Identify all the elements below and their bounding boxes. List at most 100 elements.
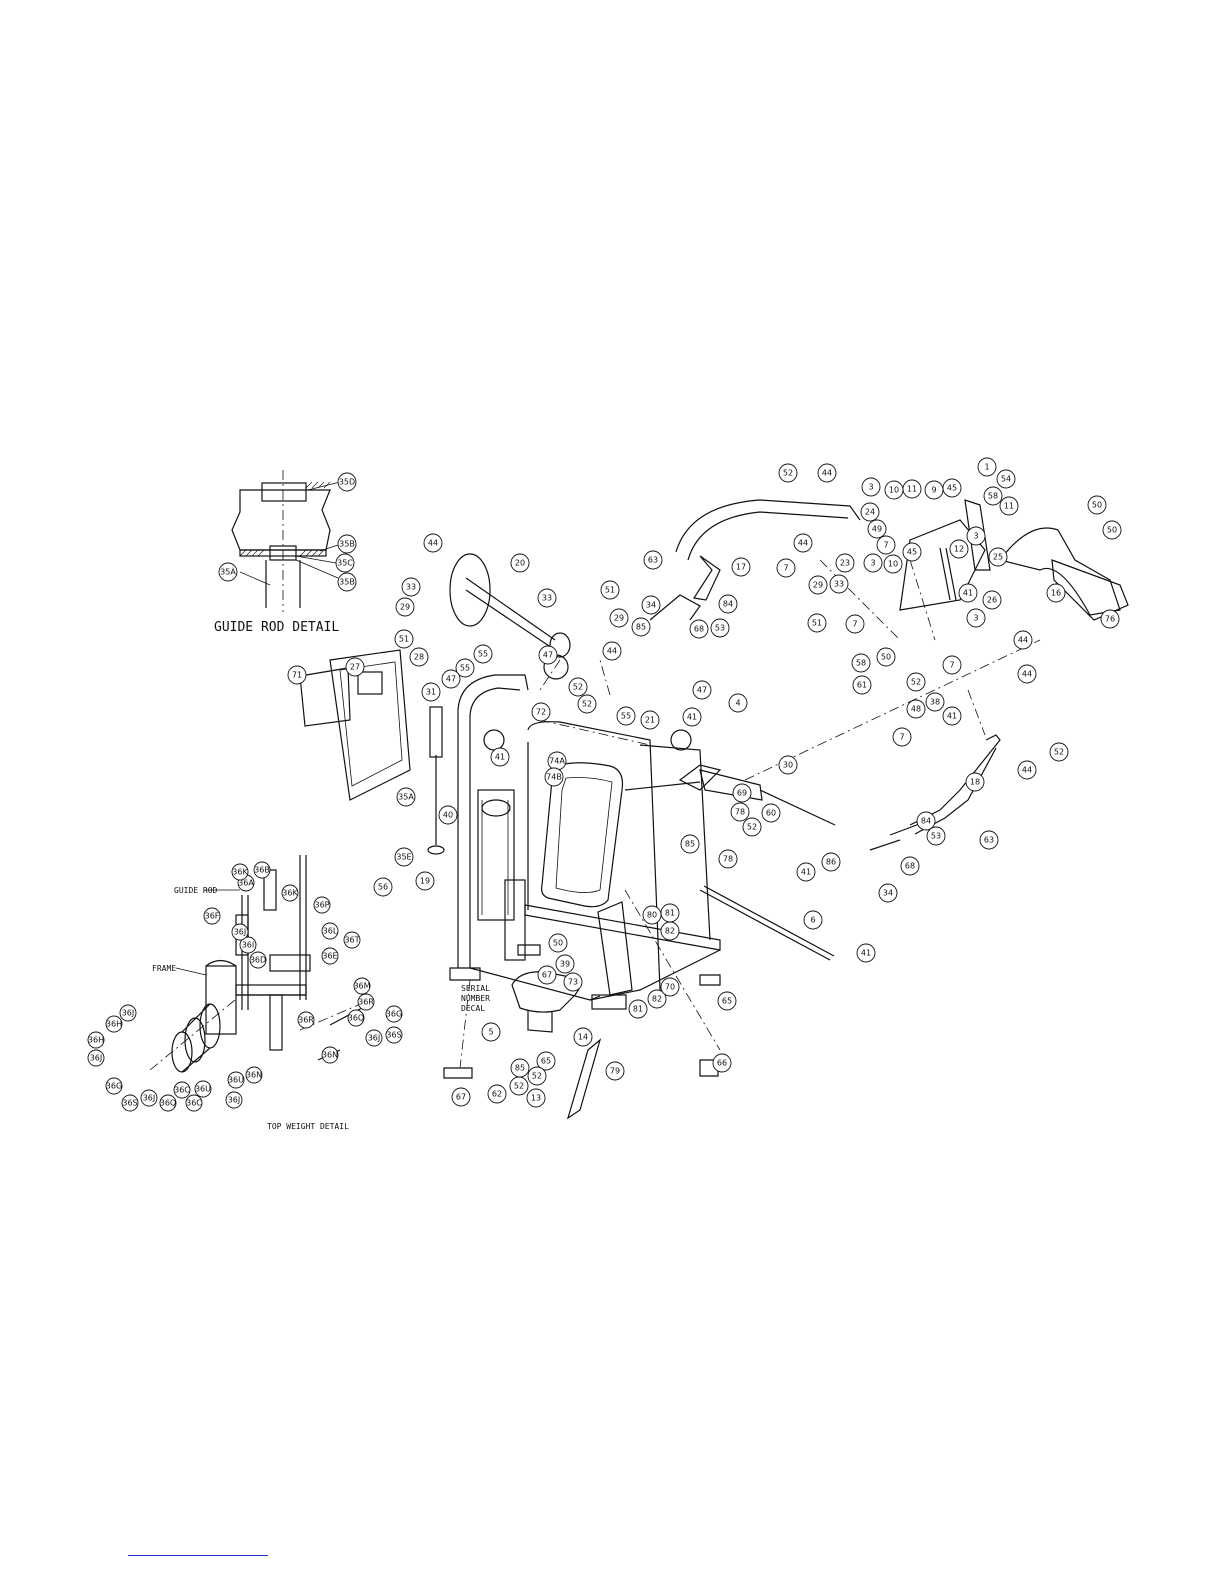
callout-balloon: 78 bbox=[718, 849, 738, 869]
callout-balloon: 65 bbox=[717, 991, 737, 1011]
callout-balloon: 44 bbox=[1017, 760, 1037, 780]
callout-number: 81 bbox=[665, 909, 675, 918]
callout-number: 84 bbox=[723, 600, 733, 609]
callout-balloon: 25 bbox=[988, 547, 1008, 567]
callout-number: 66 bbox=[717, 1059, 727, 1068]
callout-circle bbox=[245, 1066, 263, 1084]
callout-number: 85 bbox=[515, 1064, 525, 1073]
callout-number: 36N bbox=[246, 1071, 262, 1080]
callout-balloon: 35D bbox=[337, 472, 357, 492]
callout-circle bbox=[949, 539, 969, 559]
callout-balloon: 19 bbox=[415, 871, 435, 891]
callout-circle bbox=[173, 1081, 191, 1099]
callout-number: 7 bbox=[899, 733, 904, 742]
callout-balloon: 11 bbox=[999, 496, 1019, 516]
callout-number: 52 bbox=[532, 1072, 542, 1081]
callout-balloon: 55 bbox=[616, 706, 636, 726]
callout-circle bbox=[958, 583, 978, 603]
callout-circle bbox=[203, 907, 221, 925]
callout-balloon: 53 bbox=[710, 618, 730, 638]
callout-balloon: 36H bbox=[105, 1015, 123, 1033]
callout-balloon: 40 bbox=[438, 805, 458, 825]
callout-circle bbox=[602, 641, 622, 661]
callout-balloon: 50 bbox=[876, 647, 896, 667]
callout-number: 41 bbox=[687, 713, 697, 722]
callout-number: 34 bbox=[883, 889, 893, 898]
callout-circle bbox=[345, 657, 365, 677]
callout-circle bbox=[225, 1091, 243, 1109]
serial-decal-line3: DECAL bbox=[461, 1004, 485, 1013]
callout-number: 36P bbox=[314, 901, 329, 910]
callout-number: 13 bbox=[531, 1094, 541, 1103]
callout-circle bbox=[710, 618, 730, 638]
callout-circle bbox=[852, 675, 872, 695]
callout-balloon: 85 bbox=[510, 1058, 530, 1078]
callout-balloon: 48 bbox=[906, 699, 926, 719]
callout-balloon: 36J bbox=[119, 1004, 137, 1022]
callout-balloon: 36L bbox=[321, 922, 339, 940]
callout-number: 16 bbox=[1051, 589, 1061, 598]
callout-balloon: 58 bbox=[851, 653, 871, 673]
callout-circle bbox=[942, 478, 962, 498]
callout-circle bbox=[979, 830, 999, 850]
callout-circle bbox=[337, 572, 357, 592]
callout-number: 25 bbox=[993, 553, 1003, 562]
callout-circle bbox=[577, 694, 597, 714]
callout-balloon: 44 bbox=[1017, 664, 1037, 684]
callout-balloon: 36Q bbox=[347, 1009, 365, 1027]
callout-number: 80 bbox=[647, 911, 657, 920]
callout-circle bbox=[373, 877, 393, 897]
callout-balloon: 27 bbox=[345, 657, 365, 677]
callout-circle bbox=[817, 463, 837, 483]
callout-circle bbox=[900, 856, 920, 876]
callout-number: 55 bbox=[478, 650, 488, 659]
callout-number: 47 bbox=[697, 686, 707, 695]
callout-balloon: 58 bbox=[983, 486, 1003, 506]
callout-number: 70 bbox=[665, 983, 675, 992]
callout-balloon: 51 bbox=[394, 629, 414, 649]
callout-number: 36L bbox=[323, 927, 338, 936]
callout-circle bbox=[1013, 630, 1033, 650]
callout-balloon: 51 bbox=[807, 613, 827, 633]
callout-circle bbox=[451, 1087, 471, 1107]
callout-balloon: 80 bbox=[642, 905, 662, 925]
callout-number: 3 bbox=[973, 532, 978, 541]
callout-number: 14 bbox=[578, 1033, 588, 1042]
callout-circle bbox=[916, 811, 936, 831]
callout-number: 47 bbox=[446, 675, 456, 684]
callout-circle bbox=[616, 706, 636, 726]
callout-number: 18 bbox=[970, 778, 980, 787]
callout-number: 36C bbox=[174, 1086, 190, 1095]
callout-balloon: 36B bbox=[253, 861, 271, 879]
callout-number: 6 bbox=[810, 916, 815, 925]
callout-circle bbox=[863, 553, 883, 573]
callout-balloon: 36H bbox=[87, 1031, 105, 1049]
callout-number: 58 bbox=[856, 659, 866, 668]
callout-balloon: 14 bbox=[573, 1027, 593, 1047]
callout-number: 29 bbox=[400, 603, 410, 612]
callout-balloon: 47 bbox=[441, 669, 461, 689]
callout-circle bbox=[856, 943, 876, 963]
callout-circle bbox=[692, 680, 712, 700]
callout-number: 67 bbox=[456, 1093, 466, 1102]
callout-balloon: 33 bbox=[401, 577, 421, 597]
callout-number: 50 bbox=[553, 939, 563, 948]
callout-number: 36J bbox=[143, 1094, 156, 1103]
footer-link-underline[interactable] bbox=[128, 1555, 268, 1556]
callout-circle bbox=[966, 526, 986, 546]
callout-number: 36B bbox=[254, 866, 270, 875]
callout-circle bbox=[793, 533, 813, 553]
callout-circle bbox=[906, 672, 926, 692]
callout-number: 36J bbox=[228, 1096, 241, 1105]
guide-rod-detail: GUIDE ROD DETAIL bbox=[214, 470, 341, 635]
callout-balloon: 7 bbox=[845, 614, 865, 634]
callout-number: 69 bbox=[737, 789, 747, 798]
callout-balloon: 36Q bbox=[159, 1094, 177, 1112]
callout-circle bbox=[573, 1027, 593, 1047]
callout-number: 41 bbox=[861, 949, 871, 958]
callout-circle bbox=[983, 486, 1003, 506]
callout-circle bbox=[455, 658, 475, 678]
callout-balloon: 41 bbox=[682, 707, 702, 727]
callout-balloon: 31 bbox=[421, 682, 441, 702]
callout-balloon: 47 bbox=[692, 680, 712, 700]
